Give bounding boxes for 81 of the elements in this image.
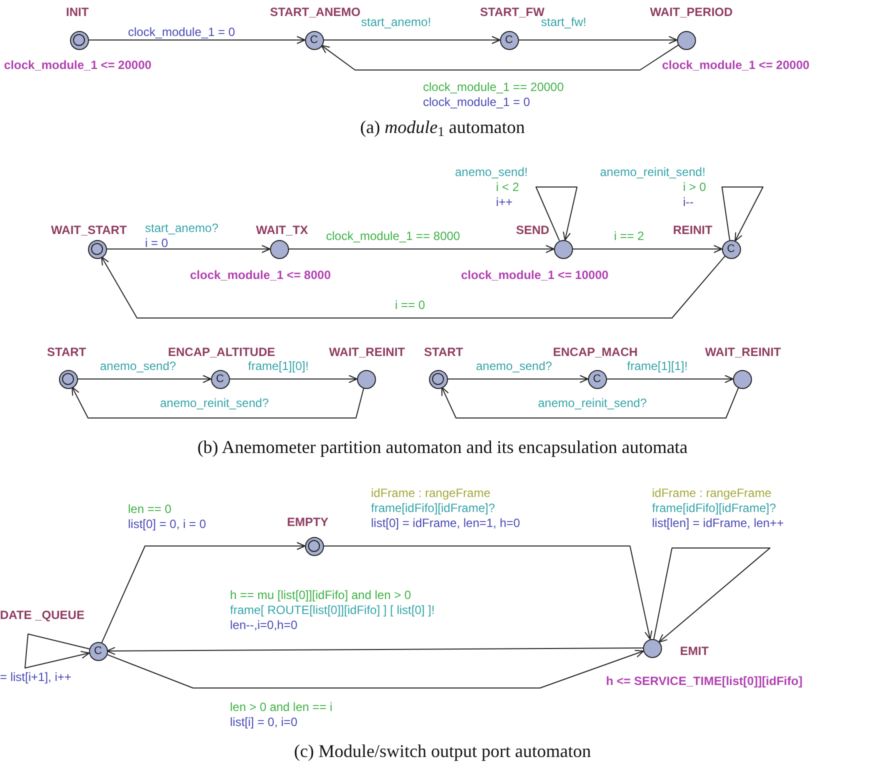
self-loop-arrow [536, 186, 578, 242]
invariant-label: clock_module_1 <= 8000 [190, 267, 331, 284]
state-name: REINIT [673, 222, 712, 239]
update-label: list[0] = 0, i = 0 [128, 517, 206, 532]
invariant-label: clock_module_1 <= 20000 [4, 57, 152, 74]
transition-arrow [101, 542, 306, 644]
sync-label: anemo_reinit_send! [600, 165, 706, 180]
transition-arrow [228, 375, 358, 383]
subfigure-caption: (c) Module/switch output port automaton [294, 740, 591, 762]
guard-label: i > 0 [683, 180, 706, 195]
transition-arrow [322, 546, 652, 640]
guard-label: i == 0 [395, 298, 426, 313]
transition-arrow [72, 386, 364, 418]
update-label: list[i] = 0, i=0 [230, 715, 298, 730]
update-label: i-- [683, 195, 694, 210]
sync-label: frame[ ROUTE[list[0]][idFifo] ] [ list[0] ]! [230, 603, 435, 618]
sync-label: frame[idFifo][idFrame]? [652, 501, 776, 516]
guard-label: clock_module_1 == 8000 [326, 229, 460, 244]
update-label: clock_module_1 = 0 [128, 25, 236, 40]
invariant-label: clock_module_1 <= 10000 [461, 267, 608, 284]
state-name: WAIT_PERIOD [650, 4, 733, 21]
update-label: clock_module_1 = 0 [423, 95, 530, 110]
state-name: DATE _QUEUE [0, 607, 84, 624]
transition-arrow [76, 375, 212, 383]
transition-arrow [106, 650, 644, 688]
invariant-label: h <= SERVICE_TIME[list[0]][idFifo] [606, 673, 802, 690]
sync-label: anemo_send? [100, 359, 176, 374]
update-label: i++ [496, 195, 513, 210]
guard-label: clock_module_1 == 20000 [423, 80, 564, 95]
update-label: len--,i=0,h=0 [230, 618, 298, 633]
subfigure-caption: (b) Anemometer partition automaton and its encapsulation automata [197, 436, 688, 458]
guard-label: len > 0 and len == i [230, 700, 332, 715]
select-label: idFrame : rangeFrame [652, 486, 772, 501]
sync-label: anemo_send! [455, 165, 528, 180]
self-loop-arrow [24, 634, 90, 668]
state-name: ENCAP_ALTITUDE [168, 344, 276, 361]
state-name: WAIT_START [51, 222, 127, 239]
self-loop-arrow [722, 186, 764, 242]
state-name: WAIT_REINIT [329, 344, 406, 361]
self-loop-arrow [653, 548, 770, 643]
select-label: idFrame : rangeFrame [371, 486, 490, 501]
sync-label: anemo_reinit_send? [538, 396, 647, 411]
sync-label: anemo_reinit_send? [160, 396, 269, 411]
sync-label: frame[1][1]! [627, 359, 688, 374]
state-name: WAIT_REINIT [705, 344, 782, 361]
transition-arrow [106, 245, 270, 253]
transition-arrow [606, 375, 734, 383]
update-label: = list[i+1], i++ [0, 670, 72, 685]
subfigure-caption: (a) module$_{1}$ automaton [360, 116, 525, 138]
sync-label: anemo_send? [476, 359, 552, 374]
sync-label: frame[idFifo][idFrame]? [371, 501, 496, 516]
guard-label: i < 2 [496, 180, 520, 195]
invariant-label: clock_module_1 <= 20000 [662, 57, 810, 74]
transition-arrow [101, 255, 726, 318]
transition-arrow [446, 375, 588, 383]
state-name: SEND [516, 222, 550, 239]
transition-arrow [288, 245, 554, 253]
transition-arrow [106, 646, 644, 655]
transition-arrow [322, 36, 500, 44]
guard-label: h == mu [list[0]][idFifo] and len > 0 [230, 588, 412, 603]
update-label: list[0] = idFrame, len=1, h=0 [371, 516, 520, 531]
state-name: EMIT [680, 643, 709, 660]
guard-label: i == 2 [614, 229, 644, 244]
transition-arrow [572, 245, 722, 253]
transition-arrow [320, 44, 679, 70]
state-name: WAIT_TX [256, 222, 308, 239]
state-name: EMPTY [287, 514, 328, 531]
state-name: ENCAP_MACH [553, 344, 638, 361]
guard-label: len == 0 [128, 502, 172, 517]
state-name: START [47, 344, 86, 361]
state-name: START [424, 344, 464, 361]
transition-arrow [88, 36, 306, 44]
transition-arrow [441, 386, 740, 418]
update-label: list[len] = idFrame, len++ [652, 516, 784, 531]
state-name: INIT [66, 4, 89, 21]
sync-label: start_anemo! [361, 15, 432, 30]
sync-label: frame[1][0]! [248, 359, 309, 374]
state-name: START_ANEMO [270, 4, 360, 21]
update-label: i = 0 [145, 236, 168, 251]
transition-arrow [518, 36, 678, 44]
sync-label: start_anemo? [145, 221, 218, 236]
